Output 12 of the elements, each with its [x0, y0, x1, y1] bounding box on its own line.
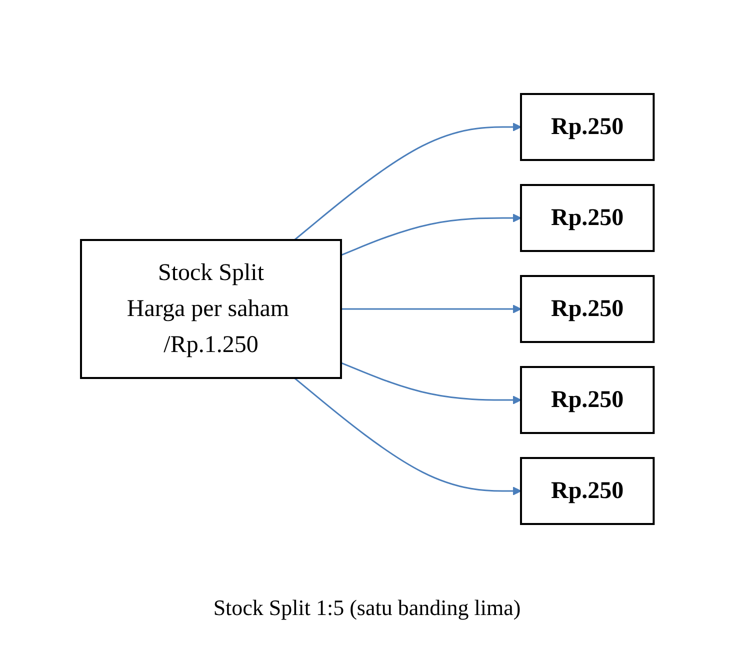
node-box: Stock Split Harga per saham /Rp.1.250: [80, 239, 342, 379]
arrow: [340, 214, 522, 256]
node-box: Rp.250: [520, 366, 654, 434]
node-box: Rp.250: [520, 184, 654, 252]
node-box: Rp.250: [520, 93, 654, 161]
arrow: [294, 377, 522, 496]
node-box: Rp.250: [520, 457, 654, 525]
node-box: Rp.250: [520, 275, 654, 343]
arrow: [294, 122, 522, 241]
caption-text: Stock Split 1:5 (satu banding lima): [213, 595, 521, 620]
arrow: [340, 304, 522, 314]
arrow: [340, 362, 522, 404]
